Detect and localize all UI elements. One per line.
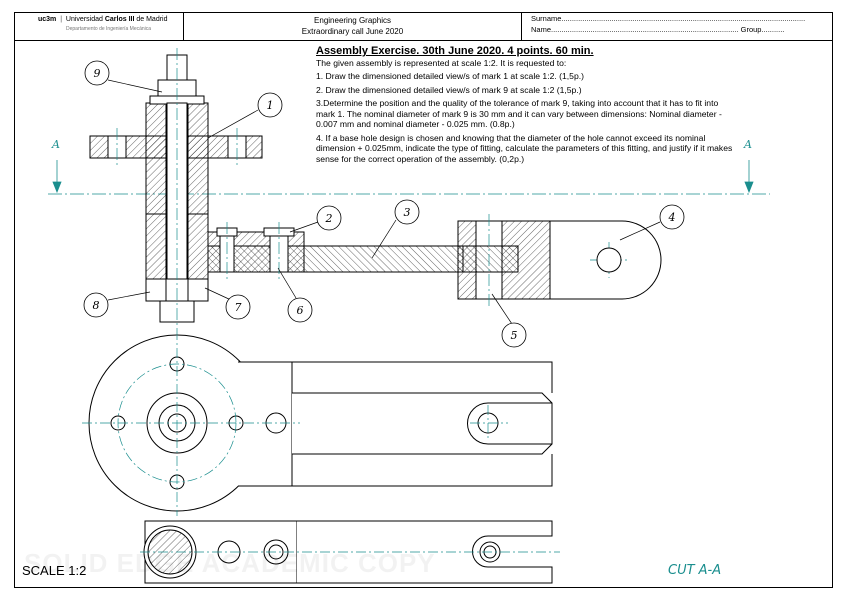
department-name: Departamento de Ingeniería Mecánica <box>66 26 152 32</box>
balloon-9-label: 9 <box>94 67 101 80</box>
cut-label: CUT A-A <box>668 563 722 578</box>
fork-hole <box>596 247 622 273</box>
scale-label: SCALE 1:2 <box>22 563 87 578</box>
course-info: Engineering Graphics Extraordinary call … <box>184 12 522 40</box>
drawing-frame <box>14 12 833 588</box>
balloon-6 <box>287 297 313 323</box>
top-view <box>88 334 553 512</box>
balloon-1-label: 1 <box>267 99 274 112</box>
balloons <box>83 60 685 348</box>
balloon-3-label: 3 <box>404 206 411 219</box>
exercise-title: Assembly Exercise. 30th June 2020. 4 poi… <box>316 45 594 57</box>
university-name-rest: de Madrid <box>134 16 168 23</box>
name-group-field[interactable]: Name....................................… <box>531 25 785 34</box>
front-section-view <box>89 54 662 323</box>
section-letter-left: A <box>51 138 60 151</box>
title-block: uc3m | Universidad Carlos III de Madrid … <box>14 12 833 41</box>
balloon-4-label: 4 <box>668 211 676 224</box>
balloon-5 <box>501 322 527 348</box>
balloon-3 <box>394 199 420 225</box>
task-item-3: 3.Determine the position and the quality… <box>316 98 722 129</box>
university-name-bold: Carlos III <box>104 16 135 23</box>
surname-field[interactable]: Surname.................................… <box>531 14 806 23</box>
balloon-2-label: 2 <box>325 212 333 225</box>
task-item-2: 2. Draw the dimensioned detailed view/s … <box>316 84 582 95</box>
logo-mark: uc3m <box>38 16 57 23</box>
task-statement: Assembly Exercise. 30th June 2020. 4 poi… <box>316 46 736 167</box>
balloon-4 <box>659 204 685 230</box>
task-intro: The given assembly is represented at sca… <box>316 57 567 68</box>
task-item-4: 4. If a base hole design is chosen and k… <box>316 132 733 164</box>
balloon-7 <box>225 294 251 320</box>
balloon-6-label: 6 <box>297 304 304 317</box>
course-title: Engineering Graphics <box>314 16 391 25</box>
section-letter-right: A <box>743 138 752 151</box>
balloon-9 <box>84 60 110 86</box>
balloon-5-label: 5 <box>511 329 518 342</box>
balloon-8 <box>83 292 109 318</box>
balloon-leaders <box>107 79 661 325</box>
university-name: Universidad <box>65 16 105 23</box>
course-call: Extraordinary call June 2020 <box>301 27 404 36</box>
balloon-8-label: 8 <box>93 299 100 312</box>
balloon-2 <box>316 205 342 231</box>
balloon-7-label: 7 <box>235 301 242 314</box>
watermark: SOLID EDGE ACADEMIC COPY <box>24 548 436 578</box>
university-logo: uc3m | Universidad Carlos III de Madrid … <box>14 12 184 40</box>
top-view-centerlines <box>82 330 508 516</box>
student-fields: Surname.................................… <box>522 12 832 40</box>
balloon-1 <box>257 92 283 118</box>
task-item-1: 1. Draw the dimensioned detailed view/s … <box>316 71 584 81</box>
